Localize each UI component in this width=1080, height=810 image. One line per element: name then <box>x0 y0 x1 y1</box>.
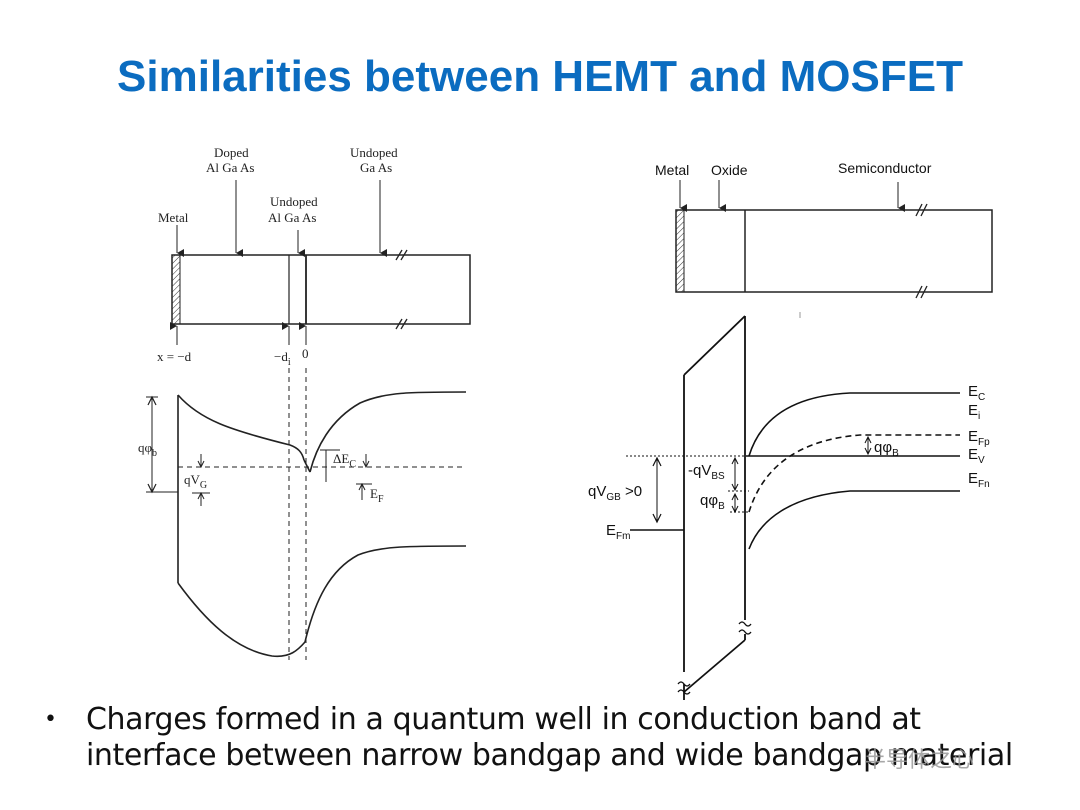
hemt-label-qphib: qφb <box>138 440 157 459</box>
hemt-label-undoped-gaas-1: Undoped <box>350 145 398 160</box>
mosfet-label-metal: Metal <box>655 162 689 178</box>
hemt-label-qvg: qVG <box>184 472 207 491</box>
hemt-band-guides <box>146 368 466 660</box>
hemt-label-doped-2: Al Ga As <box>206 160 254 175</box>
hemt-label-doped-1: Doped <box>214 145 249 160</box>
mosfet-label-qvbs: -qVBS <box>688 462 725 482</box>
hemt-label-neg-di: −di <box>274 349 291 368</box>
mosfet-structure-labels: Metal Oxide Semiconductor <box>655 160 932 178</box>
mosfet-label-qvgb: qVGB >0 <box>588 483 642 503</box>
watermark: 半导体之心 <box>864 748 975 773</box>
hemt-band-labels: qφb qVG ΔEC EF <box>138 440 384 505</box>
slide-title: Similarities between HEMT and MOSFET <box>117 52 963 101</box>
mosfet-label-semiconductor: Semiconductor <box>838 160 932 176</box>
mosfet-label-efm: EFm <box>606 522 630 542</box>
hemt-structure-labels: Metal Doped Al Ga As Undoped Al Ga As Un… <box>157 145 398 368</box>
hemt-label-dec: ΔEC <box>333 451 356 470</box>
mosfet-label-ec: EC <box>968 383 985 403</box>
mosfet-label-qphib-top: qφB <box>874 439 899 459</box>
hemt-label-undoped-algaas-2: Al Ga As <box>268 210 316 225</box>
hemt-label-ef: EF <box>370 486 384 505</box>
mosfet-band-guides <box>626 435 872 560</box>
mosfet-band-labels: EC Ei EFp EV EFn qφB -qVBS qφB qVGB >0 E… <box>588 383 990 542</box>
hemt-label-undoped-gaas-2: Ga As <box>360 160 392 175</box>
bullet-dot: • <box>44 707 57 732</box>
hemt-label-zero: 0 <box>302 346 309 361</box>
mosfet-label-efn: EFn <box>968 470 990 490</box>
mosfet-label-qphib-low: qφB <box>700 492 725 512</box>
mosfet-label-ev: EV <box>968 446 985 466</box>
hemt-label-x-neg-d: x = −d <box>157 349 192 364</box>
hemt-structure <box>170 180 471 345</box>
hemt-band-diagram <box>177 391 467 658</box>
mosfet-label-oxide: Oxide <box>711 162 748 178</box>
mosfet-label-ei: Ei <box>968 402 980 422</box>
hemt-label-undoped-algaas-1: Undoped <box>270 194 318 209</box>
mosfet-band-diagram <box>630 315 960 700</box>
mosfet-structure <box>675 180 993 318</box>
hemt-label-metal: Metal <box>158 210 189 225</box>
bullet-text: Charges formed in a quantum well in cond… <box>86 702 1013 773</box>
mosfet-label-efp: EFp <box>968 428 990 448</box>
